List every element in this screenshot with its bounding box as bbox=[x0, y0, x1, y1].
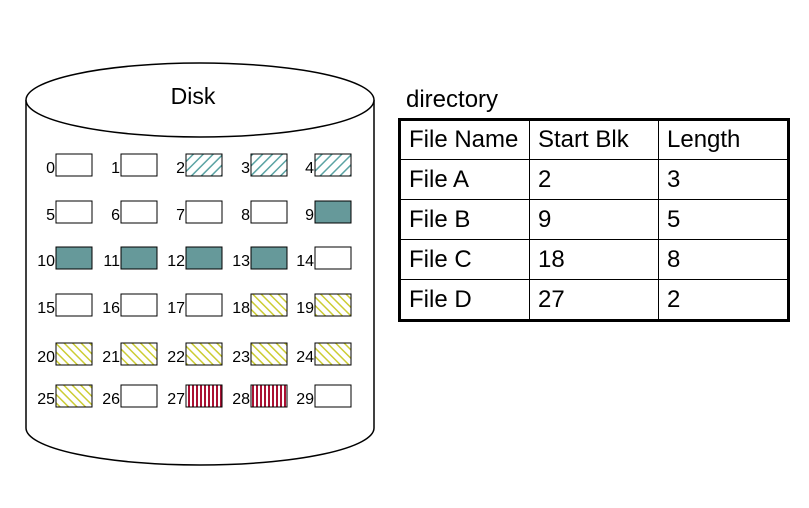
disk-block-19 bbox=[314, 293, 352, 317]
header-length: Length bbox=[658, 119, 789, 160]
disk-block-17 bbox=[185, 293, 223, 317]
table-header-row: File Name Start Blk Length bbox=[399, 119, 789, 160]
disk-block-26 bbox=[120, 384, 158, 408]
cell-length: 8 bbox=[658, 239, 789, 280]
header-start-blk: Start Blk bbox=[529, 119, 659, 160]
disk-block-18 bbox=[250, 293, 288, 317]
disk-cylinder-body bbox=[25, 100, 375, 466]
block-number-label: 19 bbox=[296, 300, 314, 317]
disk-block-25 bbox=[55, 384, 93, 408]
disk-block-27 bbox=[185, 384, 223, 408]
disk-block-5 bbox=[55, 200, 93, 224]
block-number-label: 18 bbox=[232, 300, 250, 317]
block-number-label: 20 bbox=[37, 349, 55, 366]
cell-length: 3 bbox=[658, 159, 789, 200]
block-number-label: 27 bbox=[167, 391, 185, 408]
block-number-label: 24 bbox=[296, 349, 314, 366]
disk-block-10 bbox=[55, 246, 93, 270]
block-number-label: 29 bbox=[296, 391, 314, 408]
table-row: File A 2 3 bbox=[399, 159, 789, 200]
disk-block-28 bbox=[250, 384, 288, 408]
directory-title: directory bbox=[406, 86, 499, 113]
block-number-label: 8 bbox=[241, 207, 250, 224]
cell-start-blk: 27 bbox=[529, 279, 659, 321]
block-number-label: 0 bbox=[46, 160, 55, 177]
disk-block-6 bbox=[120, 200, 158, 224]
block-number-label: 23 bbox=[232, 349, 250, 366]
block-number-label: 4 bbox=[305, 160, 314, 177]
disk-block-12 bbox=[185, 246, 223, 270]
directory-table: File Name Start Blk Length File A 2 3 Fi… bbox=[398, 118, 790, 322]
disk-block-21 bbox=[120, 342, 158, 366]
disk-block-3 bbox=[250, 153, 288, 177]
disk-block-1 bbox=[120, 153, 158, 177]
cell-start-blk: 18 bbox=[529, 239, 659, 280]
cell-length: 5 bbox=[658, 199, 789, 240]
disk-block-20 bbox=[55, 342, 93, 366]
block-number-label: 21 bbox=[102, 349, 120, 366]
cell-start-blk: 9 bbox=[529, 199, 659, 240]
block-number-label: 7 bbox=[176, 207, 185, 224]
disk-block-29 bbox=[314, 384, 352, 408]
disk-block-0 bbox=[55, 153, 93, 177]
disk-block-22 bbox=[185, 342, 223, 366]
block-number-label: 16 bbox=[102, 300, 120, 317]
block-number-label: 6 bbox=[111, 207, 120, 224]
disk-block-23 bbox=[250, 342, 288, 366]
block-number-label: 28 bbox=[232, 391, 250, 408]
cell-file-name: File D bbox=[399, 279, 530, 321]
block-number-label: 9 bbox=[305, 207, 314, 224]
block-number-label: 22 bbox=[167, 349, 185, 366]
disk-block-9 bbox=[314, 200, 352, 224]
cell-file-name: File B bbox=[399, 199, 530, 240]
disk-label: Disk bbox=[171, 83, 216, 109]
block-number-label: 15 bbox=[37, 300, 55, 317]
block-number-label: 1 bbox=[111, 160, 120, 177]
block-number-label: 10 bbox=[37, 253, 55, 270]
disk-block-14 bbox=[314, 246, 352, 270]
disk-block-7 bbox=[185, 200, 223, 224]
block-number-label: 26 bbox=[102, 391, 120, 408]
block-number-label: 25 bbox=[37, 391, 55, 408]
disk-cylinder-top bbox=[25, 62, 375, 138]
block-number-label: 5 bbox=[46, 207, 55, 224]
cell-file-name: File C bbox=[399, 239, 530, 280]
disk-block-16 bbox=[120, 293, 158, 317]
table-row: File C 18 8 bbox=[399, 239, 789, 280]
table-row: File B 9 5 bbox=[399, 199, 789, 240]
disk-block-13 bbox=[250, 246, 288, 270]
block-number-label: 13 bbox=[232, 253, 250, 270]
disk-block-11 bbox=[120, 246, 158, 270]
disk-block-8 bbox=[250, 200, 288, 224]
block-number-label: 12 bbox=[167, 253, 185, 270]
cell-file-name: File A bbox=[399, 159, 530, 200]
block-number-label: 17 bbox=[167, 300, 185, 317]
block-number-label: 14 bbox=[296, 253, 314, 270]
header-file-name: File Name bbox=[399, 119, 530, 160]
block-number-label: 3 bbox=[241, 160, 250, 177]
disk-block-24 bbox=[314, 342, 352, 366]
disk-block-15 bbox=[55, 293, 93, 317]
disk-block-4 bbox=[314, 153, 352, 177]
block-number-label: 11 bbox=[103, 253, 120, 270]
table-row: File D 27 2 bbox=[399, 279, 789, 321]
block-number-label: 2 bbox=[176, 160, 185, 177]
cell-length: 2 bbox=[658, 279, 789, 321]
disk-block-2 bbox=[185, 153, 223, 177]
cell-start-blk: 2 bbox=[529, 159, 659, 200]
